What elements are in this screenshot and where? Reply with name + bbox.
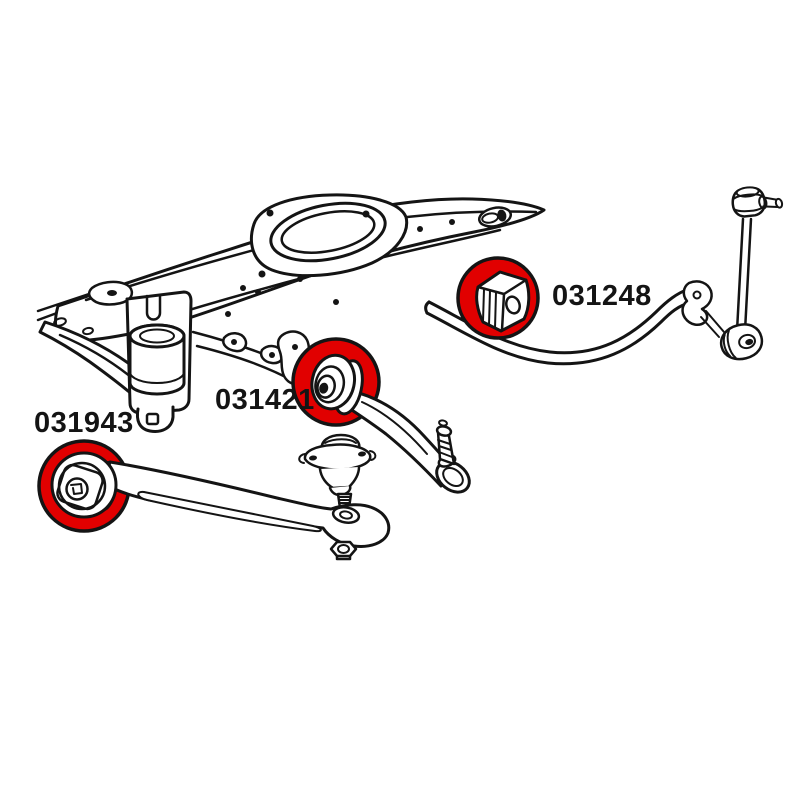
drop-link-drawing — [719, 186, 784, 361]
upper-control-arm-drawing — [310, 353, 471, 494]
part-number-label-anti-roll-bar-bushing: 031248 — [552, 280, 652, 312]
lower-control-arm-drawing — [50, 451, 391, 561]
subframe-crossmember-drawing — [36, 193, 546, 433]
part-number-label-lower-arm-bushing: 031943 — [34, 407, 134, 439]
part-number-label-upper-arm-bushing: 031421 — [215, 384, 315, 416]
ball-joint-drawing — [298, 433, 377, 513]
anti-roll-bar-bushing-highlight — [456, 256, 540, 340]
